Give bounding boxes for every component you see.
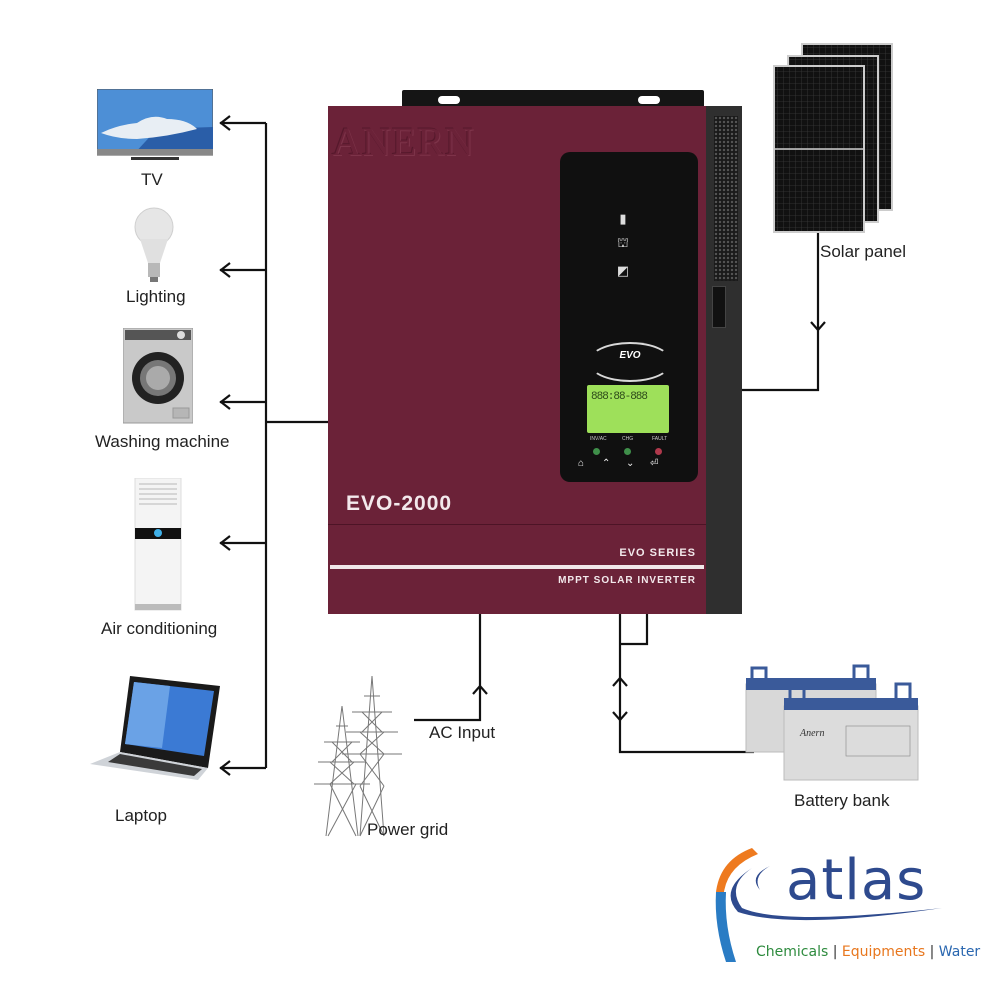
inverter-side — [706, 106, 742, 614]
lcd-digits: 888:88-888 — [591, 391, 648, 403]
solar-icon: ◩ — [616, 263, 630, 278]
inverter-model: EVO-2000 — [346, 492, 453, 515]
inverter-brand: ANERN — [332, 119, 475, 164]
solar-panel-icon — [772, 42, 896, 234]
solar-wire — [742, 232, 820, 392]
light-bulb-icon — [134, 207, 174, 285]
air-conditioner-icon — [133, 477, 183, 612]
indicator-label-fault: FAULT — [652, 436, 668, 442]
down-icon[interactable]: ⌄ — [626, 458, 635, 469]
inverter-type: MPPT SOLAR INVERTER — [558, 575, 696, 586]
lcd-display: 888:88-888 — [587, 385, 669, 433]
tagline-equipments: Equipments — [841, 944, 926, 960]
inverter-series: EVO SERIES — [619, 547, 696, 559]
battery-wire — [618, 614, 754, 754]
power-switch[interactable] — [712, 286, 726, 328]
solar-panel-label: Solar panel — [820, 242, 907, 261]
lighting-label: Lighting — [126, 287, 186, 306]
power-grid-label: Power grid — [367, 820, 449, 839]
ac-input-arrow — [472, 684, 488, 695]
battery-arrow-up — [612, 676, 628, 687]
power-tower-icon: ⛫ — [617, 235, 629, 250]
indicator-label-inv: INV/AC — [590, 436, 607, 442]
arrow-heads-loads — [219, 115, 231, 776]
enter-icon[interactable]: ⏎ — [650, 458, 659, 469]
battery-brand: Anern — [799, 728, 824, 739]
vent-grille — [714, 116, 738, 281]
tagline-water: Water — [938, 944, 981, 960]
panel-seam — [328, 524, 706, 525]
laptop-label: Laptop — [115, 806, 167, 825]
tagline-separator: | — [832, 944, 838, 960]
washing-machine-icon — [122, 327, 194, 424]
ac-input-label: AC Input — [429, 723, 496, 742]
power-tower-icon — [312, 675, 416, 838]
solar-arrow — [810, 321, 826, 332]
up-icon[interactable]: ⌃ — [602, 458, 611, 469]
battery-wire-2 — [620, 614, 649, 646]
battery-bank-label: Battery bank — [794, 791, 890, 810]
atlas-logo-word: atlas — [786, 848, 927, 913]
laptop-icon — [90, 668, 222, 780]
battery-arrow-down — [612, 711, 628, 722]
evo-badge: EVO — [619, 350, 641, 361]
control-panel: ▮ ⛫ ◩ EVO 888:88-888 INV/AC CHG FAULT ⌂ … — [560, 152, 698, 482]
atlas-tagline: Chemicals | Equipments | Water — [756, 944, 980, 960]
led-fault — [655, 448, 662, 455]
tagline-separator: | — [929, 944, 935, 960]
tagline-chemicals: Chemicals — [756, 944, 829, 960]
atlas-logo-swoosh — [712, 846, 952, 966]
led-chg — [624, 448, 631, 455]
white-stripe — [330, 565, 704, 569]
led-inv — [593, 448, 600, 455]
battery-icon: Anern — [742, 664, 922, 784]
evo-badge-ring — [588, 342, 672, 382]
air-conditioning-label: Air conditioning — [101, 619, 218, 638]
home-icon[interactable]: ⌂ — [578, 458, 585, 469]
tv-icon — [96, 88, 214, 160]
tv-label: TV — [141, 170, 163, 189]
ac-input-wire — [414, 614, 482, 722]
indicator-label-chg: CHG — [622, 436, 634, 442]
battery-icon: ▮ — [619, 211, 627, 226]
washing-machine-label: Washing machine — [95, 432, 230, 451]
